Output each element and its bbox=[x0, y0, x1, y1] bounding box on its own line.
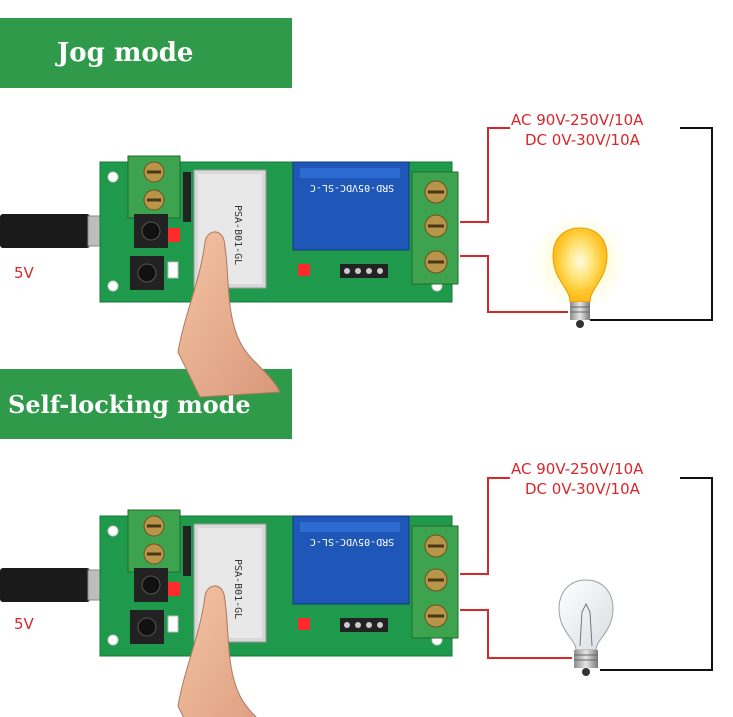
jog-mode-banner: Jog mode bbox=[0, 18, 292, 88]
circuit-wires-bottom bbox=[460, 477, 713, 671]
jog-mode-title: Jog mode bbox=[57, 38, 194, 68]
ac-rating: AC 90V-250V/10A bbox=[511, 460, 644, 478]
bulb-off-icon bbox=[558, 579, 614, 676]
circuit-wires-top bbox=[460, 127, 713, 321]
load-rating-spec: AC 90V-250V/10A DC 0V-30V/10A bbox=[511, 459, 643, 499]
power-input-label: 5V bbox=[14, 264, 34, 282]
load-rating-spec: AC 90V-250V/10A DC 0V-30V/10A bbox=[511, 110, 643, 150]
relay-model-text: SRD-05VDC-SL-C bbox=[310, 182, 394, 193]
dc-rating: DC 0V-30V/10A bbox=[525, 131, 640, 149]
wifi-chip-text: PSA-B01-GL bbox=[232, 205, 243, 265]
wifi-chip-text: PSA-B01-GL bbox=[232, 559, 243, 619]
ac-rating: AC 90V-250V/10A bbox=[511, 111, 644, 129]
bulb-on-icon bbox=[532, 214, 628, 328]
power-input-label: 5V bbox=[14, 615, 34, 633]
dc-rating: DC 0V-30V/10A bbox=[525, 480, 640, 498]
relay-model-text: SRD-05VDC-SL-C bbox=[310, 536, 394, 547]
